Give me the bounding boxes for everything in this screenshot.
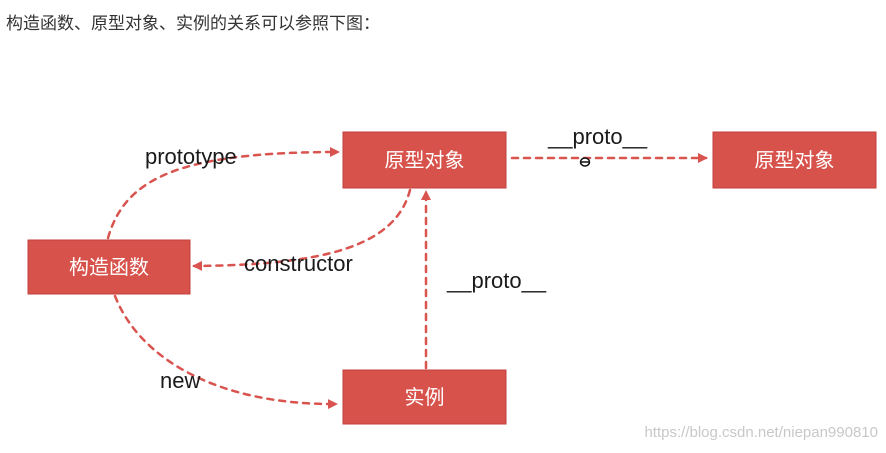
node-prototype-object: 原型对象 — [342, 131, 507, 189]
edge-label-proto-instance: __proto__ — [446, 268, 547, 293]
edge-constructor — [192, 188, 412, 271]
node-instance: 实例 — [342, 369, 507, 425]
node-constructor-function-label: 构造函数 — [69, 255, 149, 279]
node-prototype-object-2-label: 原型对象 — [755, 148, 835, 172]
node-constructor-function: 构造函数 — [27, 239, 191, 295]
edge-prototype — [106, 147, 340, 240]
node-instance-label: 实例 — [405, 385, 445, 409]
node-prototype-object-label: 原型对象 — [385, 148, 465, 172]
edge-label-proto-chain: __proto__ — [547, 124, 648, 149]
node-prototype-object-2: 原型对象 — [712, 131, 877, 189]
edge-label-constructor: constructor — [244, 251, 353, 276]
edge-label-prototype: prototype — [145, 144, 237, 169]
cursor-dot-icon — [579, 157, 591, 167]
edge-new — [113, 294, 338, 410]
watermark: https://blog.csdn.net/niepan990810 — [644, 424, 878, 441]
edge-label-new: new — [160, 368, 200, 393]
edges — [106, 147, 708, 410]
intro-text: 构造函数、原型对象、实例的关系可以参照下图： — [6, 14, 380, 34]
